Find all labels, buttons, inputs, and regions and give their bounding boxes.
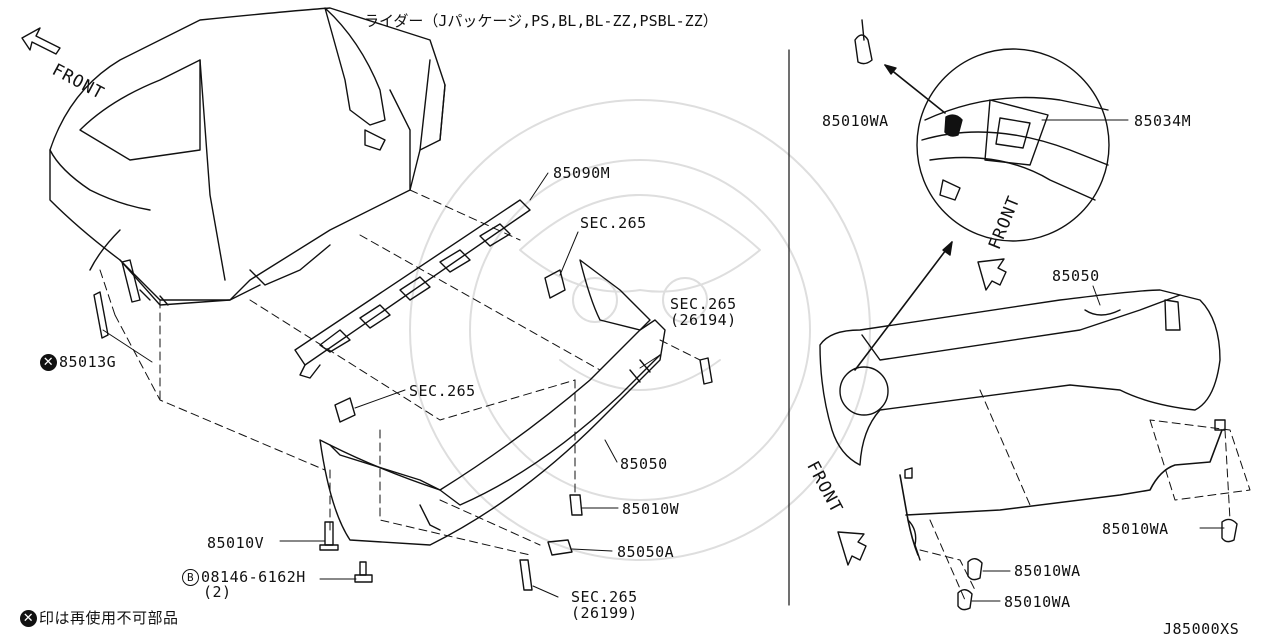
- label-85050-right: 85050: [1052, 267, 1100, 285]
- diagram-title: ライダー（Jパッケージ,PS,BL,BL-ZZ,PSBL-ZZ）: [364, 12, 718, 30]
- vehicle-body-illustration: [49, 7, 446, 306]
- part-85090m-beam: [294, 199, 531, 379]
- label-85010wa-r2: 85010WA: [1014, 562, 1081, 580]
- detail-callout-circle: [839, 366, 889, 416]
- label-85010wa-r3: 85010WA: [1004, 593, 1071, 611]
- leader-lines-left: [102, 172, 661, 598]
- clip-icon-detail: [944, 114, 963, 137]
- label-sec265-mid: SEC.265: [409, 382, 476, 400]
- not-reusable-icon: ✕: [40, 354, 57, 371]
- label-85013g: ✕85013G: [40, 354, 116, 371]
- label-bolt-qty: (2): [203, 583, 232, 601]
- label-85050-left: 85050: [620, 455, 668, 473]
- diagram-code: J85000XS: [1163, 620, 1240, 638]
- front-arrow-icon-left: [21, 27, 61, 55]
- front-arrow-icon-detail: [977, 258, 1007, 291]
- arrow-to-clip: [884, 64, 946, 114]
- watermark-emblem: [409, 99, 871, 561]
- label-85050a: 85050A: [617, 543, 675, 561]
- label-85010w: 85010W: [622, 500, 680, 518]
- clip-85010wa-top: [854, 19, 873, 65]
- legend-not-reusable: ✕印は再使用不可部品: [20, 610, 179, 627]
- label-85010wa-r1: 85010WA: [1102, 520, 1169, 538]
- label-sec265-top: SEC.265: [580, 214, 647, 232]
- label-sec265-26194: SEC.265: [670, 295, 737, 313]
- part-85050-bumper-right: [819, 289, 1221, 466]
- assembly-dashed-lines: [99, 189, 701, 556]
- front-arrow-icon-right: [837, 531, 867, 566]
- label-sec265-26194-sub: (26194): [670, 311, 737, 329]
- arrow-to-detail: [854, 241, 953, 371]
- label-bolt-text: 08146-6162H: [201, 568, 306, 586]
- bolt-mark-icon: B: [182, 569, 199, 586]
- label-85013g-text: 85013G: [59, 353, 117, 371]
- not-reusable-legend-icon: ✕: [20, 610, 37, 627]
- small-parts: [93, 259, 713, 591]
- label-85010wa-top: 85010WA: [822, 112, 889, 130]
- label-sec265-26199: SEC.265: [571, 588, 638, 606]
- wire-harness: [899, 419, 1226, 561]
- detail-circle: [916, 48, 1110, 242]
- assembly-dashed-lines-right: [919, 389, 1251, 601]
- label-85090m: 85090M: [553, 164, 611, 182]
- label-85034m: 85034M: [1134, 112, 1192, 130]
- legend-text: 印は再使用不可部品: [39, 609, 179, 627]
- label-85010v: 85010V: [207, 534, 265, 552]
- leader-lines-right: [971, 285, 1225, 602]
- label-sec265-26199-sub: (26199): [571, 604, 638, 622]
- part-85050-bumper-left: [319, 259, 666, 546]
- clips-right: [957, 518, 1238, 611]
